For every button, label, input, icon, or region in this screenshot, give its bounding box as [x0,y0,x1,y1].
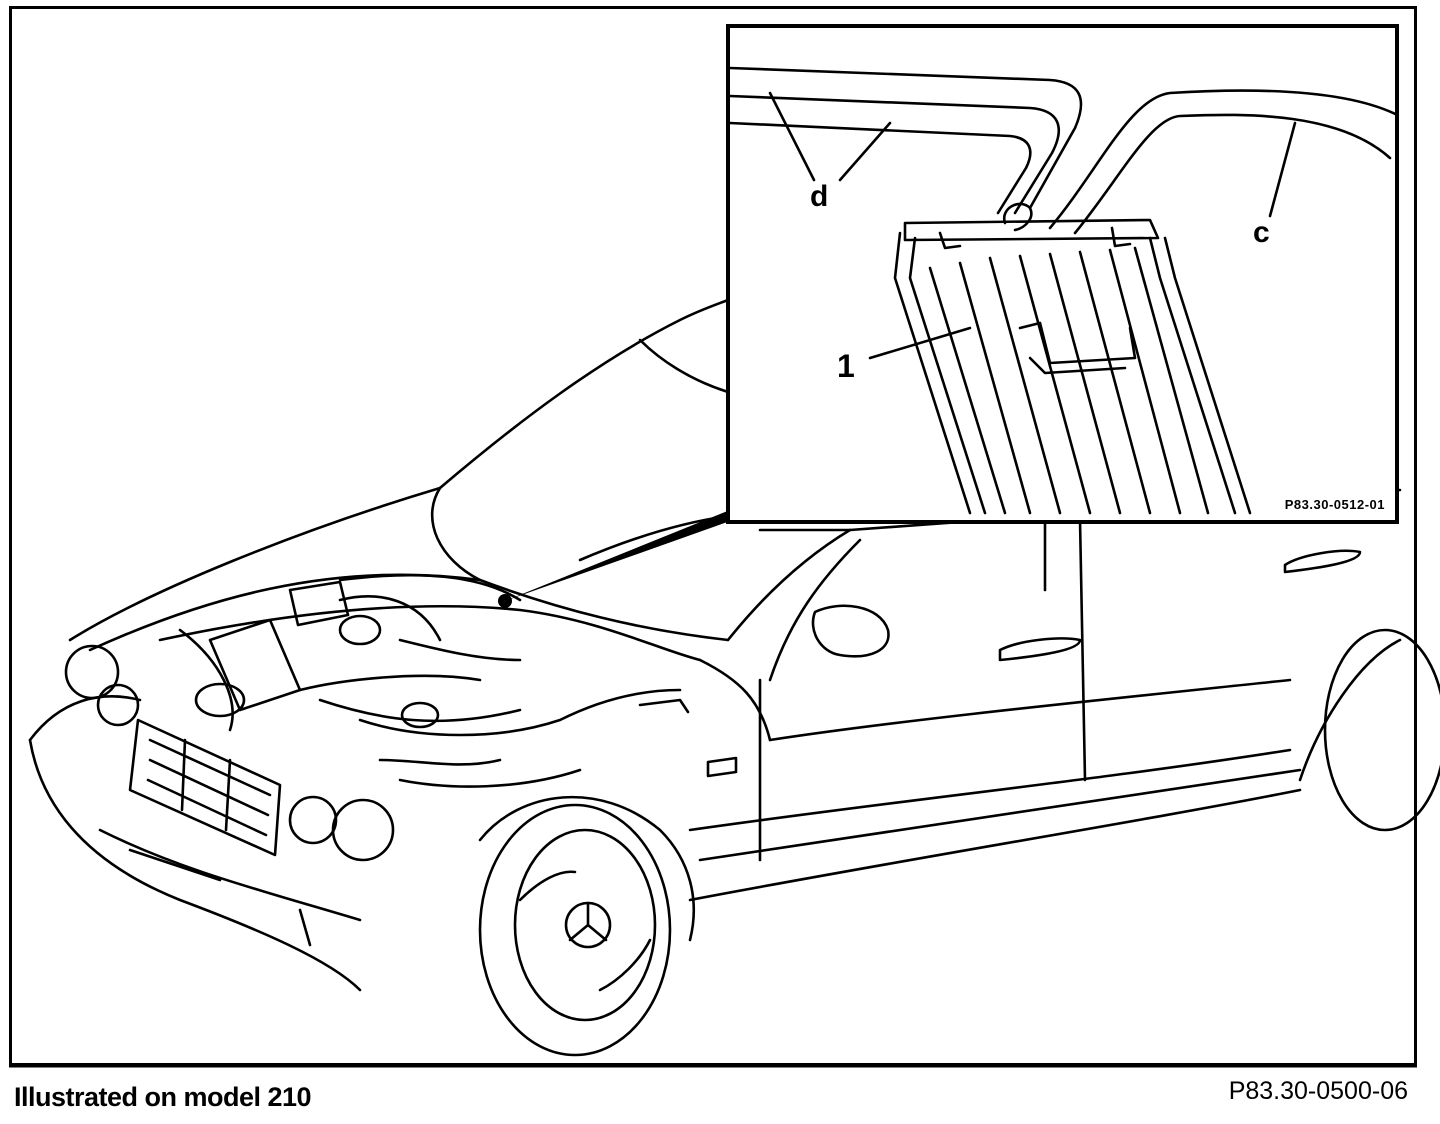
callout-d: d [810,180,829,213]
callout-c: c [1253,216,1270,249]
figure-caption: Illustrated on model 210 [14,1082,312,1112]
callout-1: 1 [837,348,855,384]
detail-inset: d c 1 P83.30-0512-01 [726,24,1399,524]
inset-reference: P83.30-0512-01 [1284,497,1385,512]
figure-reference: P83.30-0500-06 [1228,1077,1408,1105]
heater-core-detail [730,66,1395,515]
